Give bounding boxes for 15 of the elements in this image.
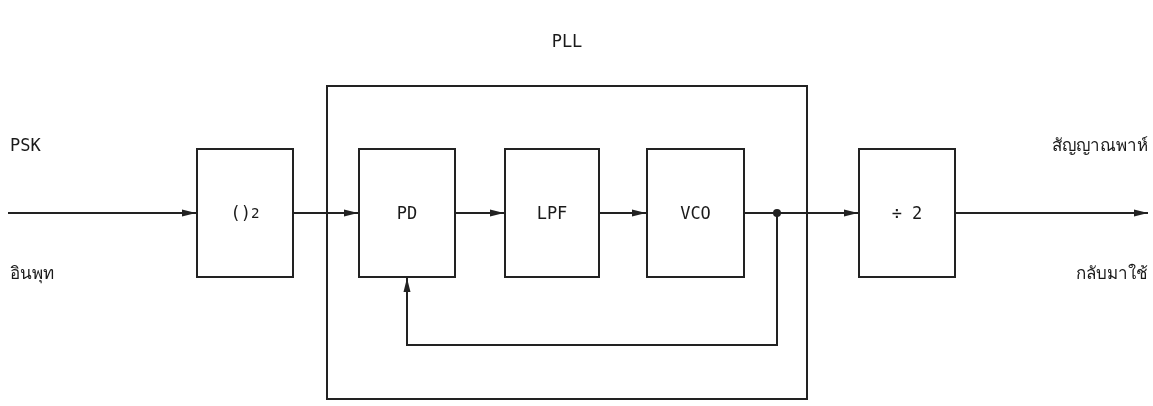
block-box: ÷ 2 — [858, 148, 956, 278]
block-box: PD — [358, 148, 456, 278]
arrow — [955, 209, 1149, 217]
arrow — [599, 209, 647, 217]
arrow — [293, 209, 359, 217]
signal-label: PSK — [10, 134, 41, 157]
signal-label: อินพุท — [10, 262, 54, 285]
arrow — [403, 212, 778, 346]
signal-label: สัญญาณพาห์ — [1052, 134, 1148, 157]
block-box: LPF — [504, 148, 600, 278]
block-box: VCO — [646, 148, 745, 278]
arrow — [455, 209, 505, 217]
signal-label: กลับมาใช้ — [1076, 262, 1148, 285]
block-title: PLL — [550, 30, 584, 53]
arrow — [7, 209, 197, 217]
